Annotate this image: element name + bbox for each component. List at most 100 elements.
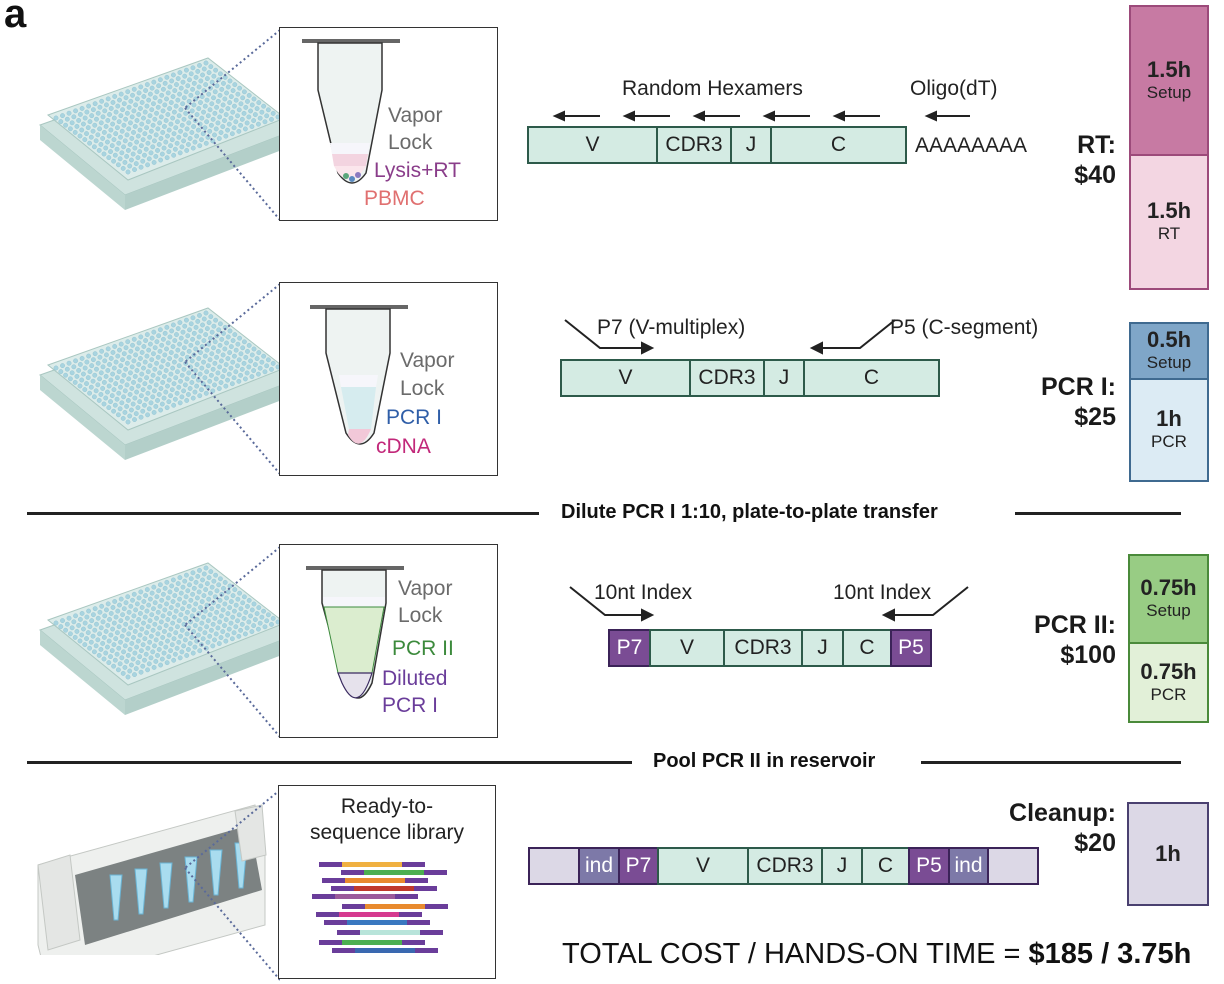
well [228,94,234,99]
well [124,637,130,643]
well [183,339,189,345]
well [161,336,166,342]
well [139,143,144,149]
well [63,627,68,633]
well [180,79,186,85]
well [142,109,148,115]
well [205,639,211,645]
well [106,405,112,411]
well [92,122,98,128]
well [136,112,142,117]
well [135,383,141,389]
well [183,594,189,600]
well [119,400,125,406]
cost-cleanup: Cleanup: $20 [990,798,1116,858]
well [181,116,187,122]
well [68,631,73,637]
well [203,60,209,66]
well [111,137,117,143]
well [116,412,121,418]
well [190,145,196,151]
well [221,80,226,86]
well [96,398,102,403]
well [93,138,99,144]
well [232,353,237,359]
well [243,104,249,110]
well [77,617,83,622]
well [73,108,78,114]
well [129,114,135,120]
read-insert [342,862,402,867]
well [206,70,212,75]
well [118,113,124,119]
well [194,112,200,117]
well [154,615,159,621]
well [196,84,202,90]
well [115,630,120,636]
well [129,619,135,625]
well [150,372,156,378]
read-adapter [324,920,347,925]
well [100,136,106,141]
well [85,630,91,636]
well [155,398,160,403]
well [137,377,143,383]
well [139,626,145,632]
segment-c: C [842,629,892,667]
well [100,364,106,370]
well [176,134,182,140]
well [135,133,141,139]
well [218,130,224,135]
well [156,392,162,397]
well [222,368,227,373]
well [179,394,185,400]
well-plate-illustration [38,562,297,715]
well [239,116,245,122]
well [189,358,195,364]
well [133,666,139,672]
segment-cdr3: CDR3 [747,847,823,885]
well [181,388,187,394]
well [246,343,252,348]
well [175,97,181,103]
well [157,327,163,333]
well [192,623,198,628]
well [53,365,59,371]
well [155,104,161,110]
well [153,132,159,138]
well [114,146,120,152]
well [132,124,138,129]
well [145,645,151,651]
well [171,614,177,620]
well [96,653,102,658]
well [89,113,95,119]
well [165,595,171,601]
well [84,359,90,365]
well [150,122,156,128]
well [248,358,253,364]
well [131,613,137,619]
well [133,607,139,613]
well [153,404,159,409]
well [174,140,180,146]
well [179,372,185,378]
well [133,102,139,108]
well [213,572,219,578]
well [123,95,129,101]
well [105,118,111,123]
read-adapter [399,912,422,917]
well [72,130,78,135]
well [175,326,181,331]
read-insert [345,878,405,883]
well [203,82,209,87]
well [135,155,141,161]
well [198,605,203,610]
well [202,375,208,381]
well [233,119,239,125]
well [217,71,223,77]
library-zoom-box: Ready-to- sequence library [278,785,496,979]
well [214,83,220,89]
well [209,627,214,633]
well [208,314,214,319]
well [201,571,207,577]
